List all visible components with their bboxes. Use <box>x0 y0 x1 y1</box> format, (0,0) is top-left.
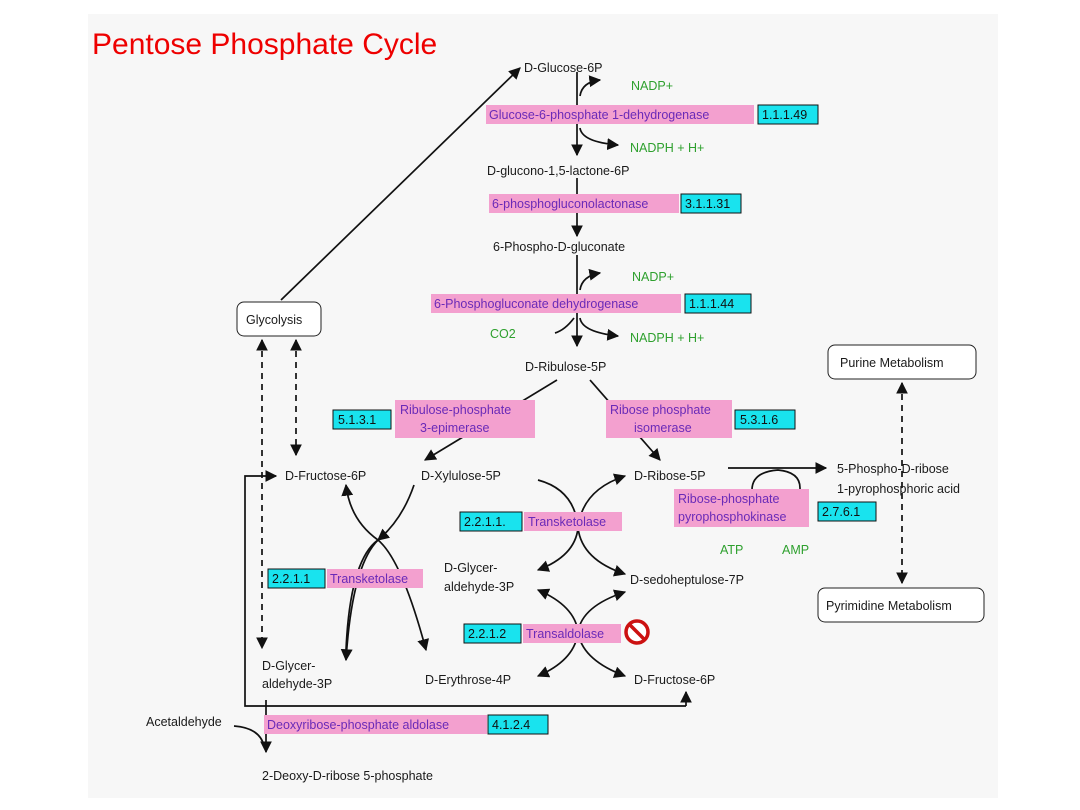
enzyme-box-transaldolase <box>523 624 621 643</box>
ec-box-g6pdh <box>757 104 819 125</box>
enzyme-box-deoxy-aldolase <box>264 715 487 734</box>
enzyme-box-transketolase-left <box>327 569 423 588</box>
enzyme-box-pgdh <box>431 294 681 313</box>
arrow-glycolysis-to-g6p <box>280 67 521 301</box>
ec-box-transketolase-mid <box>459 511 523 532</box>
arrow-nadp-in-2 <box>579 268 602 291</box>
enzyme-isomerase-line2[interactable]: isomerase <box>634 421 692 435</box>
metabolite-acetaldehyde: Acetaldehyde <box>146 715 222 729</box>
metabolite-g3p-left-line2: aldehyde-3P <box>262 677 332 691</box>
metabolite-prpp-line2: 1-pyrophosphoric acid <box>837 482 960 496</box>
atp-amp-curve <box>751 469 801 491</box>
enzyme-prpp-synth-line1[interactable]: Ribose-phosphate <box>678 492 780 506</box>
ec-epimerase[interactable]: 5.1.3.1 <box>338 413 376 427</box>
ec-g6pdh[interactable]: 1.1.1.49 <box>762 108 807 122</box>
transketolase-left-from-xylulose <box>377 484 415 541</box>
metabolite-fructose-6p-left: D-Fructose-6P <box>285 469 366 483</box>
metabolite-ribulose-5p: D-Ribulose-5P <box>525 360 606 374</box>
ec-box-transketolase-left <box>267 568 326 589</box>
metabolite-deoxyribose-5p: 2-Deoxy-D-ribose 5-phosphate <box>262 769 433 783</box>
enzyme-g6pdh[interactable]: Glucose-6-phosphate 1-dehydrogenase <box>489 108 709 122</box>
cofactor-nadph-2: NADPH + H+ <box>630 331 704 345</box>
ec-box-lactonase <box>680 193 742 214</box>
cofactor-atp: ATP <box>720 543 743 557</box>
ec-transketolase-left[interactable]: 2.2.1.1 <box>272 572 310 586</box>
ec-lactonase[interactable]: 3.1.1.31 <box>685 197 730 211</box>
metabolite-sedoheptulose-7p: D-sedoheptulose-7P <box>630 573 744 587</box>
enzyme-transaldolase[interactable]: Transaldolase <box>526 627 604 641</box>
cofactor-co2: CO2 <box>490 327 516 341</box>
transketolase-left-curve-down <box>345 538 429 652</box>
metabolite-g3p-left-line1: D-Glycer- <box>262 659 315 673</box>
ec-box-pgdh <box>684 293 752 314</box>
ec-pgdh[interactable]: 1.1.1.44 <box>689 297 734 311</box>
enzyme-epimerase-line1[interactable]: Ribulose-phosphate <box>400 403 511 417</box>
ec-box-deoxy-aldolase <box>487 714 549 735</box>
metabolite-g3p-mid-line2: aldehyde-3P <box>444 580 514 594</box>
pathway-box-pyrimidine[interactable] <box>817 587 985 623</box>
metabolite-fructose-6p-bottom: D-Fructose-6P <box>634 673 715 687</box>
pathway-purine[interactable]: Purine Metabolism <box>840 356 944 370</box>
ec-box-prpp-synth <box>817 501 877 522</box>
page-title: Pentose Phosphate Cycle <box>92 28 437 61</box>
enzyme-prpp-synth-line2[interactable]: pyrophosphokinase <box>678 510 786 524</box>
ec-isomerase[interactable]: 5.3.1.6 <box>740 413 778 427</box>
arrow-co2-out <box>554 317 575 334</box>
pathway-glycolysis[interactable]: Glycolysis <box>246 313 302 327</box>
cofactor-nadp-1: NADP+ <box>631 79 673 93</box>
cofactor-nadph-1: NADPH + H+ <box>630 141 704 155</box>
enzyme-pgdh[interactable]: 6-Phosphogluconate dehydrogenase <box>434 297 638 311</box>
metabolite-glucose-6p: D-Glucose-6P <box>524 61 603 75</box>
enzyme-box-epimerase <box>395 400 535 438</box>
enzyme-epimerase-line2[interactable]: 3-epimerase <box>420 421 490 435</box>
arrow-loop-to-f6p-left <box>244 470 686 707</box>
arrow-nadp-in-1 <box>579 75 602 97</box>
enzyme-box-prpp-synth <box>674 489 809 527</box>
metabolite-xylulose-5p: D-Xylulose-5P <box>421 469 501 483</box>
metabolite-prpp-line1: 5-Phospho-D-ribose <box>837 462 949 476</box>
cofactor-nadp-2: NADP+ <box>632 270 674 284</box>
ec-prpp-synth[interactable]: 2.7.6.1 <box>822 505 860 519</box>
arrow-nadph-out-2 <box>579 317 620 341</box>
arrow-acetaldehyde-in <box>233 725 265 747</box>
cofactor-amp: AMP <box>782 543 809 557</box>
enzyme-transketolase-mid[interactable]: Transketolase <box>528 515 606 529</box>
enzyme-box-g6pdh <box>486 105 754 124</box>
enzyme-isomerase-line1[interactable]: Ribose phosphate <box>610 403 711 417</box>
pathway-box-purine[interactable] <box>827 344 977 380</box>
enzyme-box-lactonase <box>489 194 679 213</box>
transketolase-left-to-f6p <box>341 483 379 541</box>
enzyme-box-isomerase <box>606 400 732 438</box>
enzyme-transketolase-left[interactable]: Transketolase <box>330 572 408 586</box>
ec-transaldolase[interactable]: 2.2.1.2 <box>468 627 506 641</box>
ec-deoxy-aldolase[interactable]: 4.1.2.4 <box>492 718 530 732</box>
pathway-box-glycolysis[interactable] <box>236 301 322 337</box>
metabolite-erythrose-4p: D-Erythrose-4P <box>425 673 511 687</box>
metabolite-phosphogluconate: 6-Phospho-D-gluconate <box>493 240 625 254</box>
ec-box-isomerase <box>734 409 796 430</box>
ec-box-epimerase <box>332 409 392 430</box>
metabolite-gluconolactone: D-glucono-1,5-lactone-6P <box>487 164 629 178</box>
ec-transketolase-mid[interactable]: 2.2.1.1. <box>464 515 506 529</box>
metabolite-ribose-5p: D-Ribose-5P <box>634 469 706 483</box>
enzyme-box-transketolase-mid <box>524 512 622 531</box>
metabolite-g3p-mid-line1: D-Glycer- <box>444 561 497 575</box>
ec-box-transaldolase <box>463 623 522 644</box>
enzyme-deoxy-aldolase[interactable]: Deoxyribose-phosphate aldolase <box>267 718 449 732</box>
arrow-nadph-out-1 <box>579 127 620 151</box>
prohibition-icon <box>624 619 650 645</box>
pathway-pyrimidine[interactable]: Pyrimidine Metabolism <box>826 599 952 613</box>
enzyme-lactonase[interactable]: 6-phosphogluconolactonase <box>492 197 648 211</box>
